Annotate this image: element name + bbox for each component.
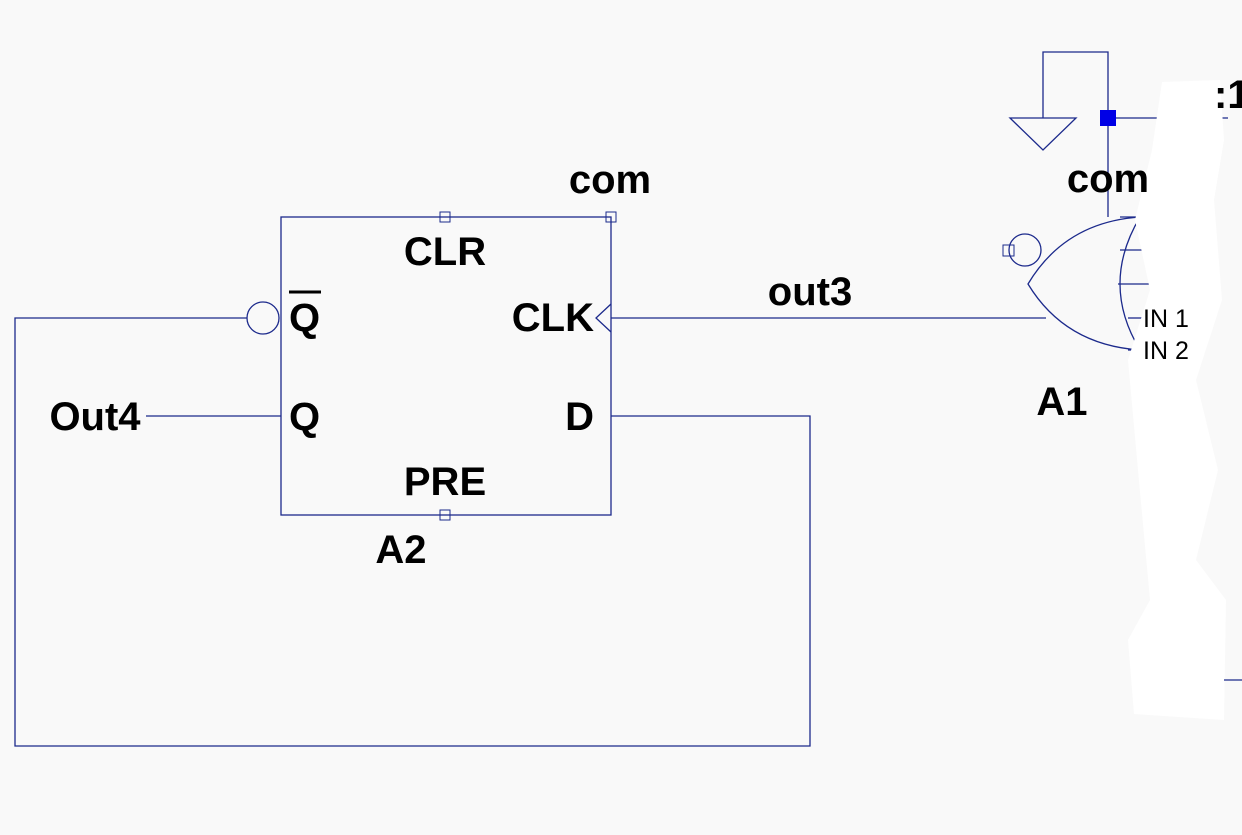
q-label: Q <box>289 395 320 439</box>
com-pin[interactable] <box>605 211 617 223</box>
junction-dot <box>1100 110 1116 126</box>
ground-icon <box>1008 117 1078 151</box>
in1-label: IN 1 <box>1143 305 1189 333</box>
a1-label: A1 <box>1036 380 1087 424</box>
white-overlay <box>1128 80 1226 720</box>
inversion-bubble-icon <box>246 301 280 335</box>
pre-pin[interactable] <box>439 509 451 521</box>
gate-pin[interactable] <box>1002 244 1015 257</box>
clock-input-icon <box>595 303 612 333</box>
a2-label: A2 <box>375 528 426 572</box>
clr-label: CLR <box>404 230 486 274</box>
d-label: D <box>565 395 594 439</box>
out4-label: Out4 <box>49 395 141 439</box>
com-label: com <box>569 158 651 202</box>
flip-flop-body[interactable] <box>280 216 612 516</box>
com-label: com <box>1067 157 1149 201</box>
edge-label-fragment: :1 <box>1214 73 1242 117</box>
pre-label: PRE <box>404 460 486 504</box>
out3-label: out3 <box>768 270 852 314</box>
inversion-bubble-icon <box>1008 233 1042 267</box>
in2-label: IN 2 <box>1143 337 1189 365</box>
clk-label: CLK <box>512 296 594 340</box>
feedback-wire[interactable] <box>14 317 811 747</box>
qbar-label: Q <box>289 296 320 340</box>
clr-pin[interactable] <box>439 211 451 223</box>
